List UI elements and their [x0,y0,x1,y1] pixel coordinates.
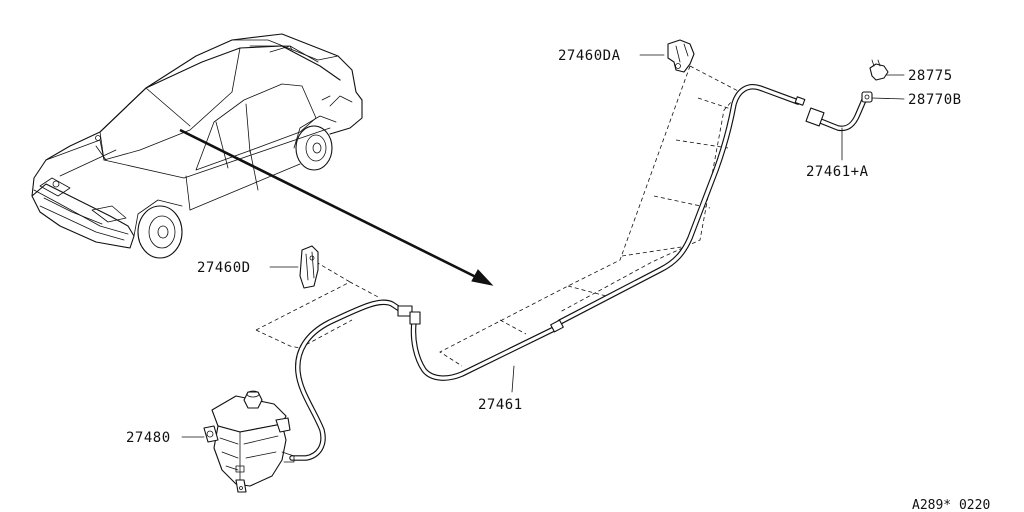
clip-27460DA [667,39,695,73]
leader-lines [181,54,905,438]
part-labels: 27460DA 28775 28770B 27461+A 27460D 2746… [126,48,990,512]
washer-tank [203,390,295,493]
label-27461: 27461 [478,397,523,413]
label-27461A: 27461+A [806,164,869,180]
label-28770B: 28770B [908,92,962,108]
clip-27460D [299,245,319,289]
label-28775: 28775 [908,68,953,84]
car-illustration [31,33,363,259]
label-27460DA: 27460DA [558,48,621,64]
label-27460D: 27460D [197,260,251,276]
washer-nozzle [861,59,889,103]
hose-section-27461A [805,97,867,132]
location-arrow [179,128,494,286]
washer-hose-main [410,84,806,381]
routing-guides [255,65,741,367]
label-27480: 27480 [126,430,171,446]
reference-code: A289* 0220 [912,498,990,512]
washer-hose-tank [289,299,421,461]
